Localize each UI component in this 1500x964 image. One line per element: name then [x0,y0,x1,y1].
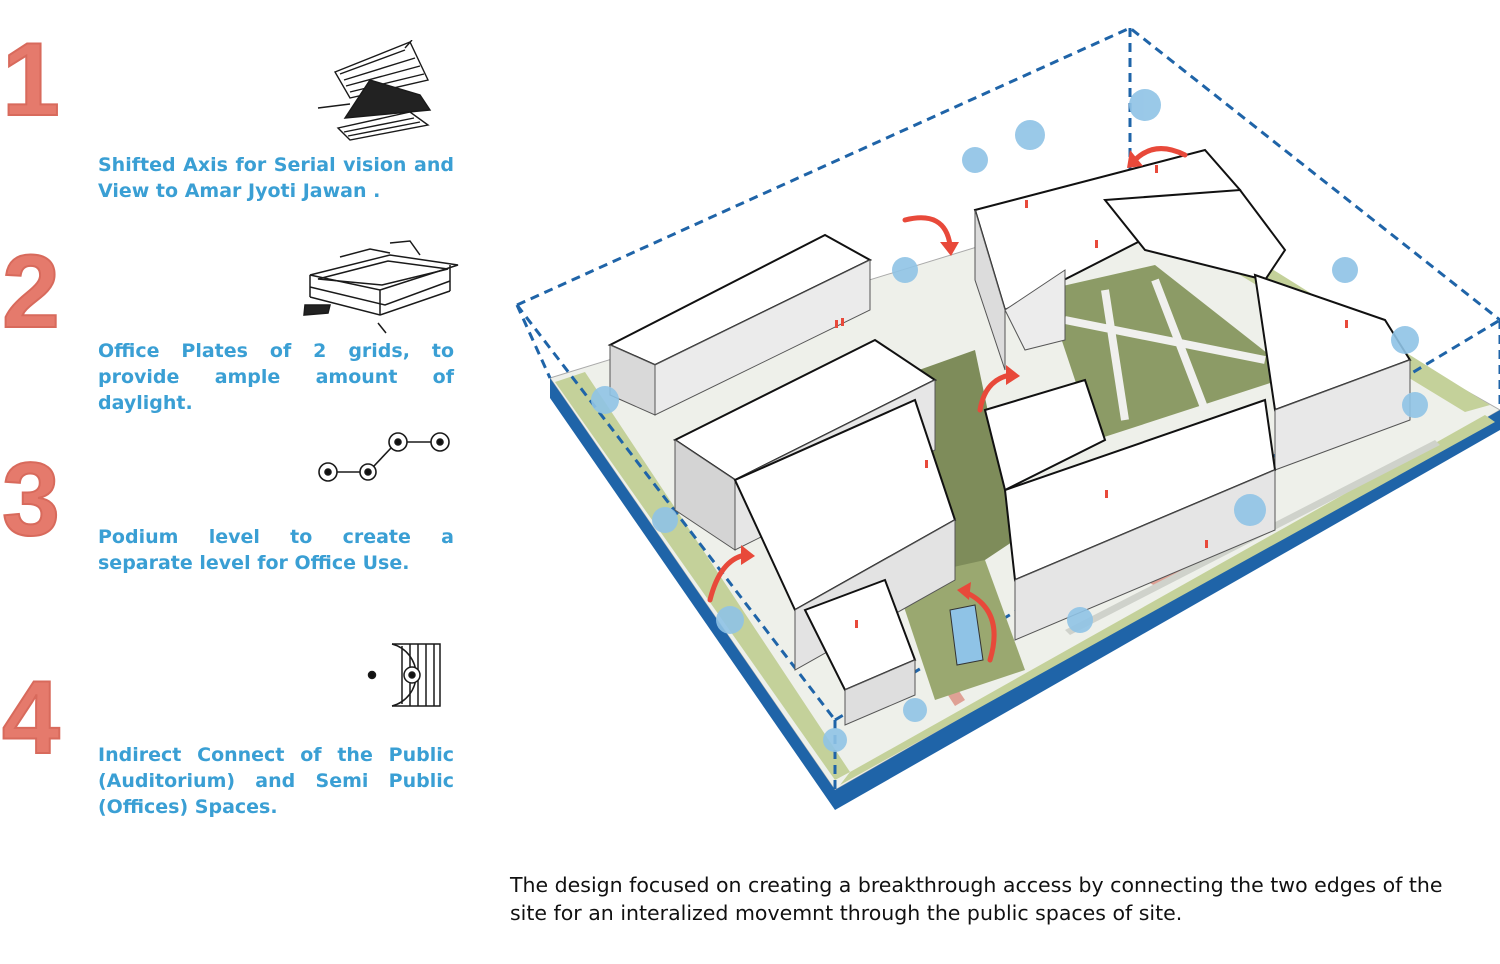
point-number-3: 3 [1,442,61,558]
point-text-4: Indirect Connect of the Public (Auditori… [98,744,454,818]
point-number-4: 4 [1,660,61,776]
office-block-left [607,233,957,726]
people-markers [835,165,1348,628]
point-text-3: Podium level to create a separate level … [98,526,454,574]
movement-arrows [707,146,1188,663]
indirect-connect-sketch-icon [362,638,447,717]
diagram-caption: The design focused on creating a breakth… [510,873,1443,925]
axonometric-site-diagram [515,26,1500,810]
point-number-2: 2 [1,234,61,350]
office-block-right [973,148,1412,641]
podium-nodes-sketch-icon [312,426,457,490]
shifted-axis-sketch-icon [310,39,460,154]
office-plates-sketch-icon [300,235,465,339]
point-number-1: 1 [1,22,61,138]
point-text-2: Office Plates of 2 grids, to provide amp… [98,340,454,414]
trees [591,89,1428,752]
point-text-1: Shifted Axis for Serial vision and View … [98,154,454,202]
